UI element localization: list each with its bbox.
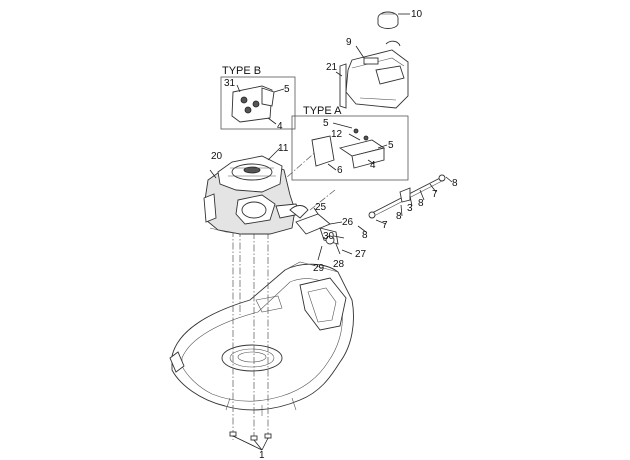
callout-30: 30 (323, 231, 335, 242)
callout-3: 3 (407, 203, 413, 214)
type-b-title: TYPE B (222, 65, 261, 77)
callout-5-type-b: 5 (284, 84, 290, 95)
callout-28: 28 (333, 259, 345, 270)
callout-27: 27 (355, 249, 367, 260)
callout-5-type-a-right: 5 (388, 140, 394, 151)
callout-4-type-a: 4 (370, 160, 376, 171)
callout-21: 21 (326, 62, 338, 73)
callout-29: 29 (313, 263, 325, 274)
type-a-inset: TYPE A (291, 105, 409, 181)
callout-25: 25 (315, 202, 327, 213)
callout-1: 1 (259, 450, 265, 460)
callout-10: 10 (411, 9, 423, 20)
callout-5-type-a-top: 5 (323, 118, 329, 129)
part-callouts: 10 9 21 31 5 4 5 12 5 4 6 11 20 8 7 8 3 … (211, 9, 458, 460)
callout-8-left: 8 (362, 230, 368, 241)
fuel-tank (335, 11, 410, 109)
callout-8-mid: 8 (418, 198, 424, 209)
callout-6: 6 (337, 165, 343, 176)
callout-11: 11 (278, 143, 289, 154)
callout-12: 12 (331, 129, 343, 140)
callout-26: 26 (342, 217, 354, 228)
control-linkage (209, 147, 453, 261)
callout-8-lower: 8 (396, 211, 402, 222)
engine (203, 155, 309, 235)
callout-7-right: 7 (432, 189, 438, 200)
deck-bolts (229, 431, 272, 451)
callout-8-top-right: 8 (452, 178, 458, 189)
callout-4-type-b: 4 (277, 121, 283, 132)
callout-7-left: 7 (382, 220, 388, 231)
mower-deck (169, 261, 354, 416)
callout-31: 31 (224, 78, 236, 89)
type-a-title: TYPE A (303, 105, 342, 117)
callout-20: 20 (211, 151, 223, 162)
callout-9: 9 (346, 37, 352, 48)
type-b-inset: TYPE B (220, 65, 296, 130)
